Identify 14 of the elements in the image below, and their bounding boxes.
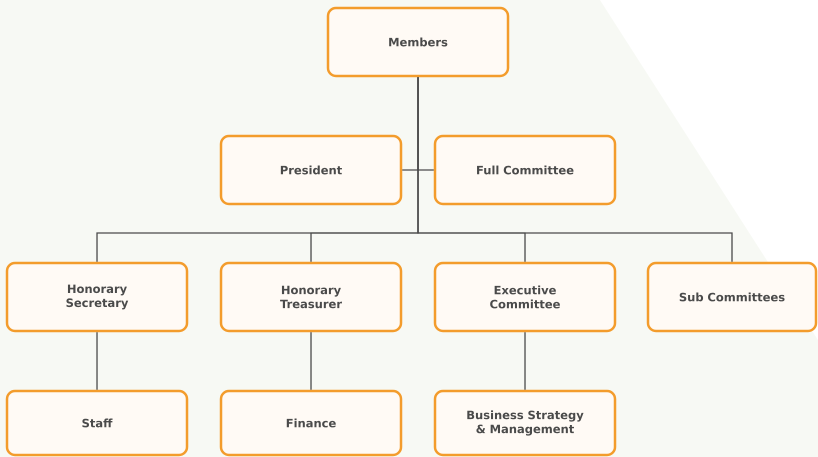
connector-line	[417, 77, 733, 262]
org-box: Full Committee	[434, 134, 616, 206]
org-box: Honorary Secretary	[6, 262, 188, 332]
org-box: Sub Committees	[646, 262, 818, 332]
org-box: Finance	[220, 390, 402, 456]
connector-line	[96, 332, 98, 390]
org-box: Executive Committee	[434, 262, 616, 332]
org-box: President	[220, 134, 402, 206]
connector-line	[524, 332, 526, 390]
connector-line	[310, 332, 312, 390]
org-box: Members	[326, 6, 510, 78]
org-box: Honorary Treasurer	[220, 262, 402, 332]
org-box: Staff	[6, 390, 188, 456]
org-box: Business Strategy & Management	[434, 390, 616, 456]
